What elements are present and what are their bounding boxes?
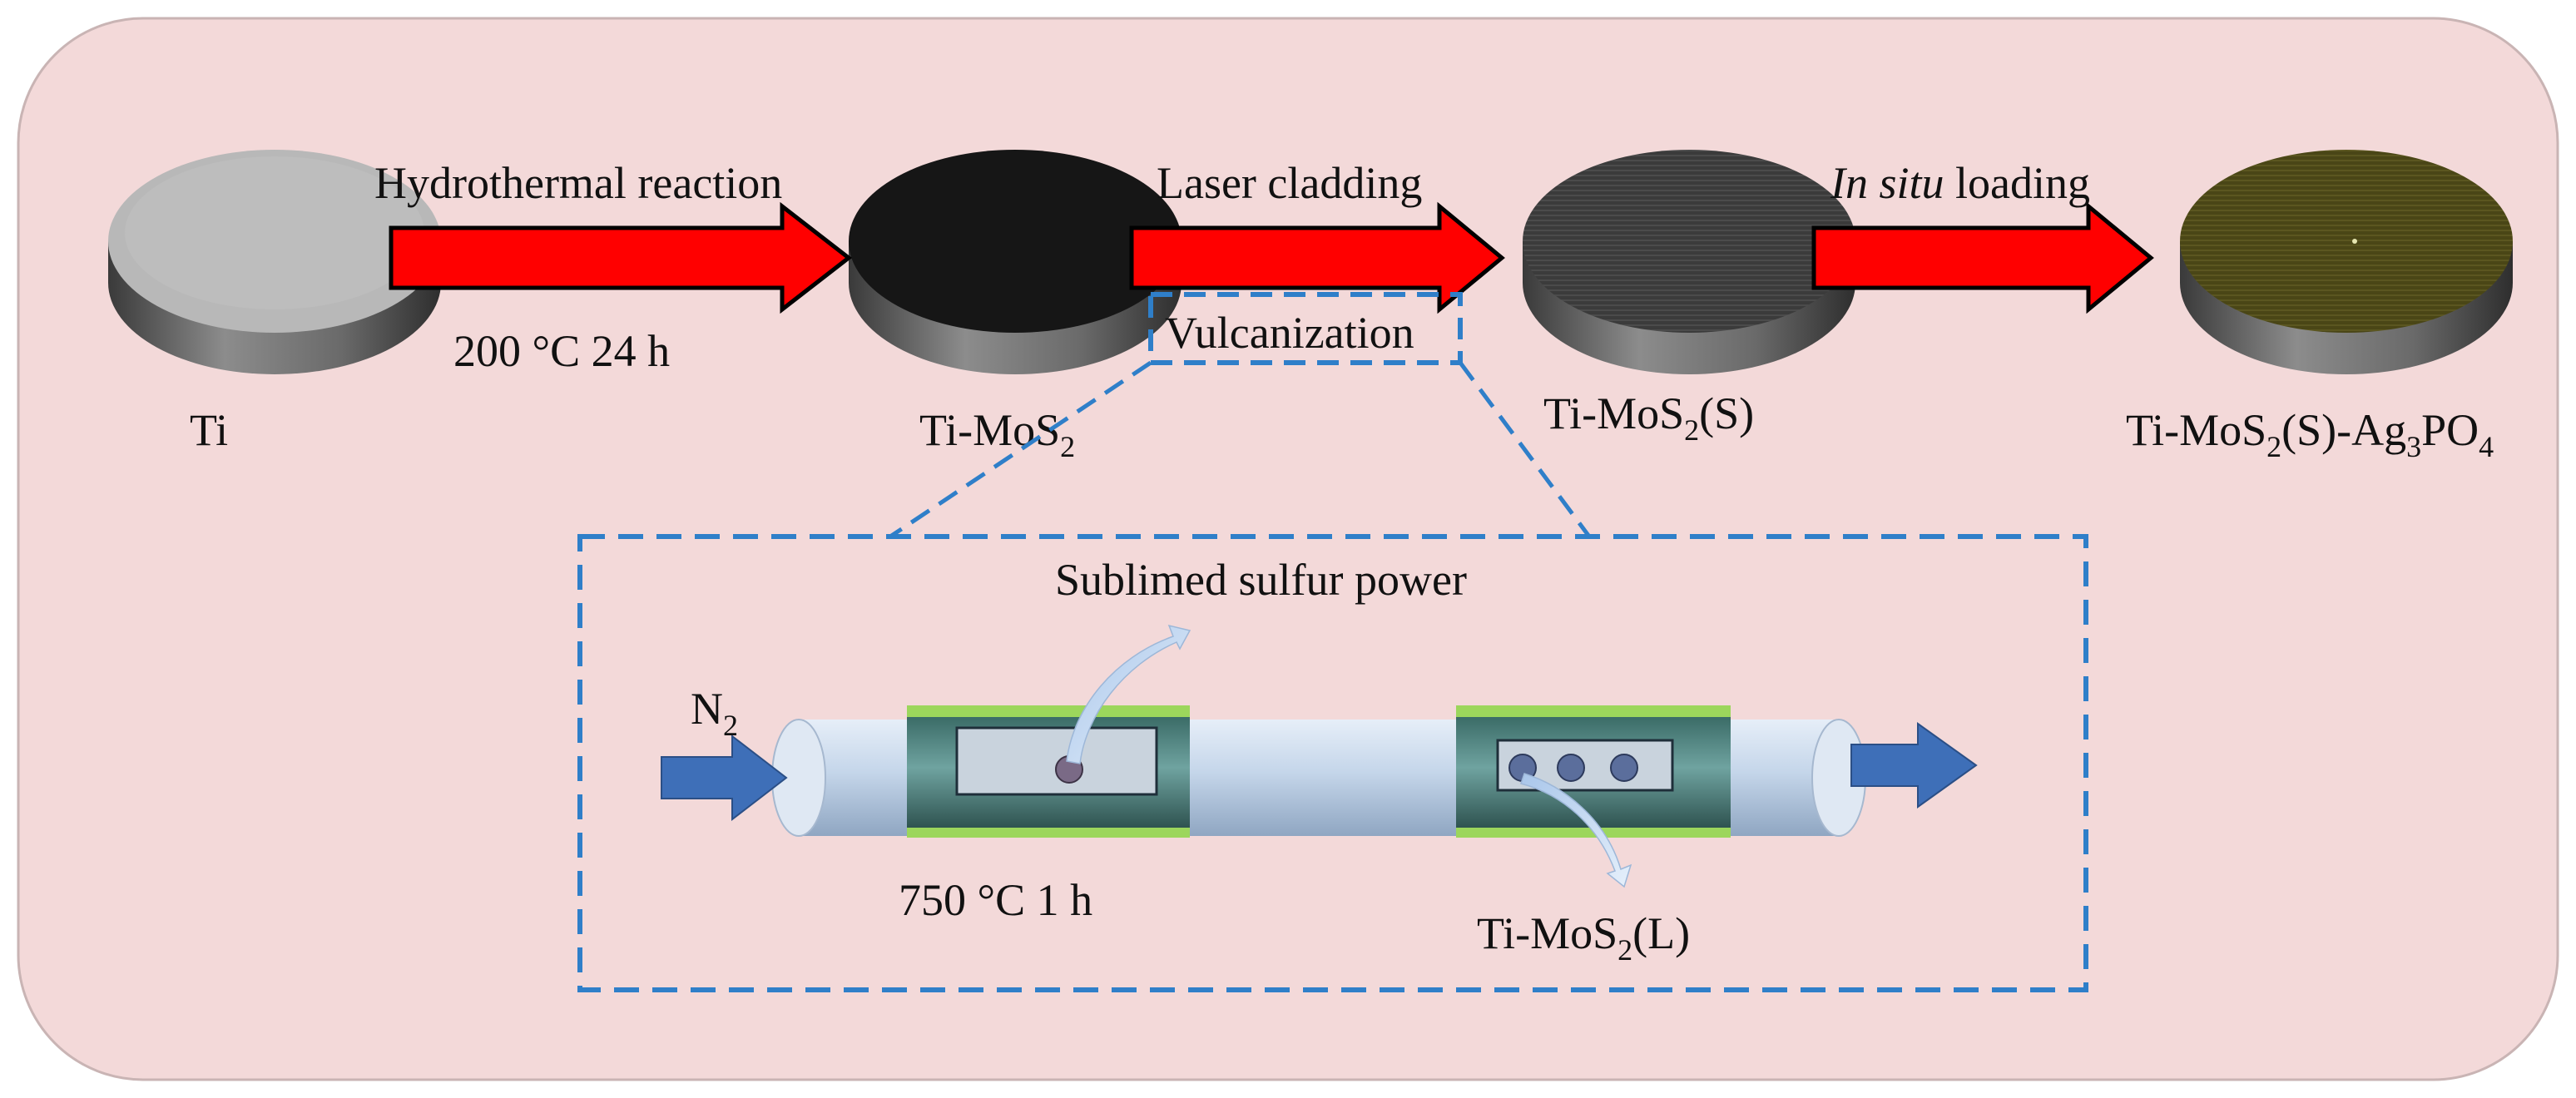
step-laser-cladding-label: Laser cladding xyxy=(1157,158,1422,208)
step-hydrothermal-label: Hydrothermal reaction xyxy=(374,158,782,208)
label-ti-mos2: Ti-MoS2 xyxy=(919,405,1075,463)
sample-callout-arrow xyxy=(1520,773,1632,888)
step-in-situ-label: In situ loading xyxy=(1830,158,2090,208)
disc-ti-mos2-s xyxy=(1523,150,1855,374)
arrow-in-situ xyxy=(1811,201,2154,314)
disc-ti xyxy=(108,150,441,374)
n2-inlet-arrow xyxy=(661,734,788,822)
sulfur-callout-arrow xyxy=(1066,624,1191,764)
disc-ti-mos2-s-ag3po4 xyxy=(2180,150,2513,374)
sample-pellet-3 xyxy=(1610,754,1638,782)
sulfur-label: Sublimed sulfur power xyxy=(1055,555,1467,605)
sample-pellet-2 xyxy=(1557,754,1585,782)
arrow-laser-cladding xyxy=(1129,201,1505,314)
label-ti-mos2-s-ag3po4: Ti-MoS2(S)-Ag3PO4 xyxy=(2126,405,2494,463)
label-ti-mos2-s: Ti-MoS2(S) xyxy=(1543,388,1754,447)
step-hydrothermal-condition: 200 °C 24 h xyxy=(453,326,670,376)
vulcanization-box xyxy=(1148,292,1463,365)
furnace-condition-label: 750 °C 1 h xyxy=(899,875,1092,925)
gas-label: N2 xyxy=(691,684,738,742)
label-ti: Ti xyxy=(190,405,228,455)
heater-right xyxy=(1456,705,1731,838)
gas-outlet-arrow xyxy=(1850,722,1978,809)
inset-connector-right xyxy=(1458,361,1592,538)
tube-furnace xyxy=(771,705,1866,838)
inset-connector-left xyxy=(889,360,1152,539)
heater-left xyxy=(907,705,1190,838)
inset-box xyxy=(577,534,2088,992)
disc-ti-mos2 xyxy=(849,150,1181,374)
arrow-hydrothermal xyxy=(389,201,853,314)
vulcanization-label: Vulcanization xyxy=(1165,308,1414,358)
inset-sample-label: Ti-MoS2(L) xyxy=(1477,908,1690,967)
